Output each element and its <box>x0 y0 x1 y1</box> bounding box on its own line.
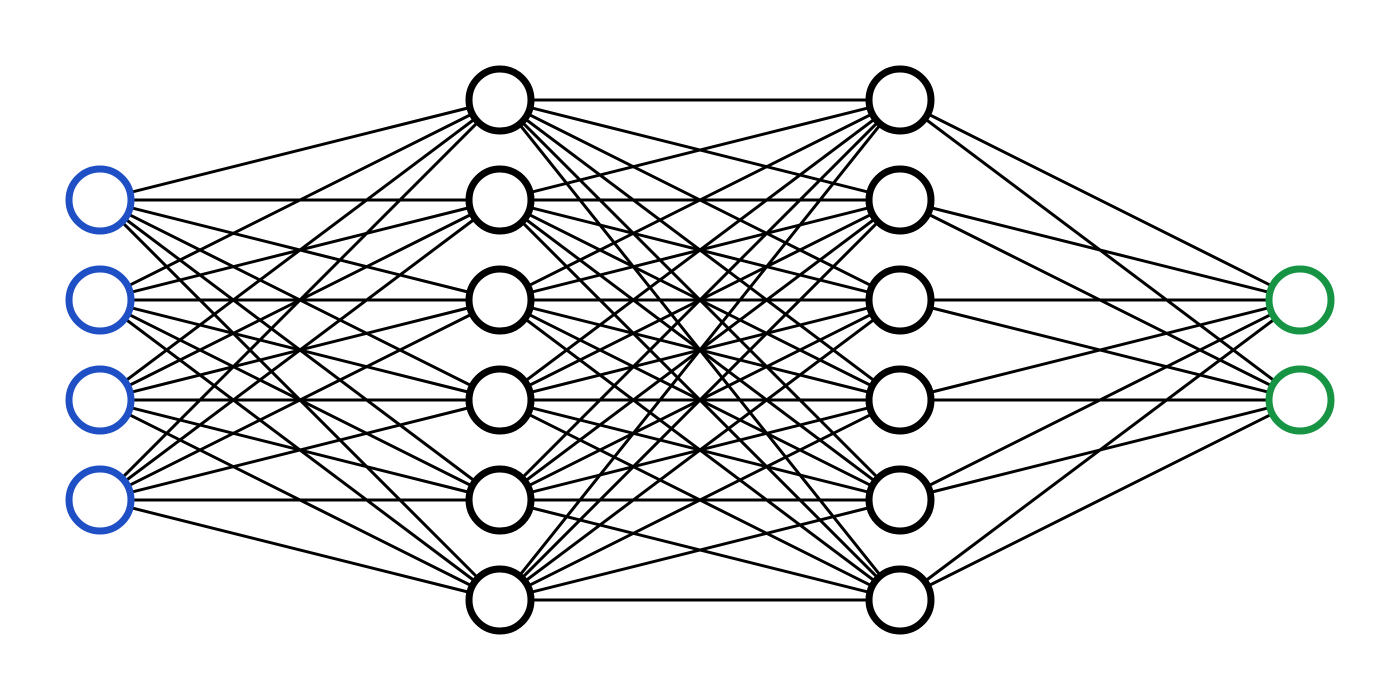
connection-hidden-layer-1-2-to-hidden-layer-2-1 <box>498 98 902 202</box>
input-layer-neuron-3 <box>65 365 135 435</box>
connection-input-layer-1-to-hidden-layer-1-1 <box>98 98 502 202</box>
connection-hidden-layer-1-3-to-hidden-layer-2-1 <box>498 98 902 302</box>
output-layer-neuron-2 <box>1265 365 1335 435</box>
hidden-layer-2-neuron-1 <box>865 65 935 135</box>
connection-hidden-layer-2-6-to-output-layer-2 <box>898 398 1302 602</box>
hidden-layer-2-neuron-2 <box>865 165 935 235</box>
input-layer-neuron-2 <box>65 265 135 335</box>
connection-input-layer-4-to-hidden-layer-1-1 <box>98 98 502 502</box>
connection-hidden-layer-1-6-to-hidden-layer-2-4 <box>498 398 902 602</box>
output-layer-neuron-1 <box>1265 265 1335 335</box>
hidden-layer-2-neuron-4 <box>865 365 935 435</box>
connection-hidden-layer-2-6-to-output-layer-1 <box>898 298 1302 602</box>
input-layer-neuron-4 <box>65 465 135 535</box>
hidden-layer-1-neuron-5 <box>465 465 535 535</box>
connection-input-layer-4-to-hidden-layer-1-4 <box>98 398 502 502</box>
hidden-layer-1-neuron-4 <box>465 365 535 435</box>
connection-hidden-layer-2-2-to-output-layer-1 <box>898 198 1302 302</box>
connection-input-layer-2-to-hidden-layer-1-1 <box>98 98 502 302</box>
hidden-layer-1-neuron-3 <box>465 265 535 335</box>
connection-hidden-layer-1-6-to-hidden-layer-2-1 <box>498 98 902 602</box>
connection-input-layer-4-to-hidden-layer-1-6 <box>98 498 502 602</box>
connection-hidden-layer-1-6-to-hidden-layer-2-2 <box>498 198 902 602</box>
connection-input-layer-4-to-hidden-layer-1-2 <box>98 198 502 502</box>
connection-hidden-layer-1-6-to-hidden-layer-2-3 <box>498 298 902 602</box>
hidden-layer-2-neuron-5 <box>865 465 935 535</box>
connection-input-layer-3-to-hidden-layer-1-1 <box>98 98 502 402</box>
connections <box>98 98 1302 602</box>
hidden-layer-1-neuron-1 <box>465 65 535 135</box>
connection-hidden-layer-2-4-to-output-layer-1 <box>898 298 1302 402</box>
connection-hidden-layer-2-1-to-output-layer-1 <box>898 98 1302 302</box>
connection-hidden-layer-1-4-to-hidden-layer-2-1 <box>498 98 902 402</box>
connection-input-layer-4-to-hidden-layer-1-3 <box>98 298 502 502</box>
hidden-layer-1-neuron-2 <box>465 165 535 235</box>
input-layer-neuron-1 <box>65 165 135 235</box>
connection-hidden-layer-1-5-to-hidden-layer-2-1 <box>498 98 902 502</box>
hidden-layer-2-neuron-3 <box>865 265 935 335</box>
neurons <box>65 65 1335 635</box>
hidden-layer-1-neuron-6 <box>465 565 535 635</box>
connection-hidden-layer-2-5-to-output-layer-1 <box>898 298 1302 502</box>
connection-hidden-layer-1-6-to-hidden-layer-2-5 <box>498 498 902 602</box>
hidden-layer-2-neuron-6 <box>865 565 935 635</box>
